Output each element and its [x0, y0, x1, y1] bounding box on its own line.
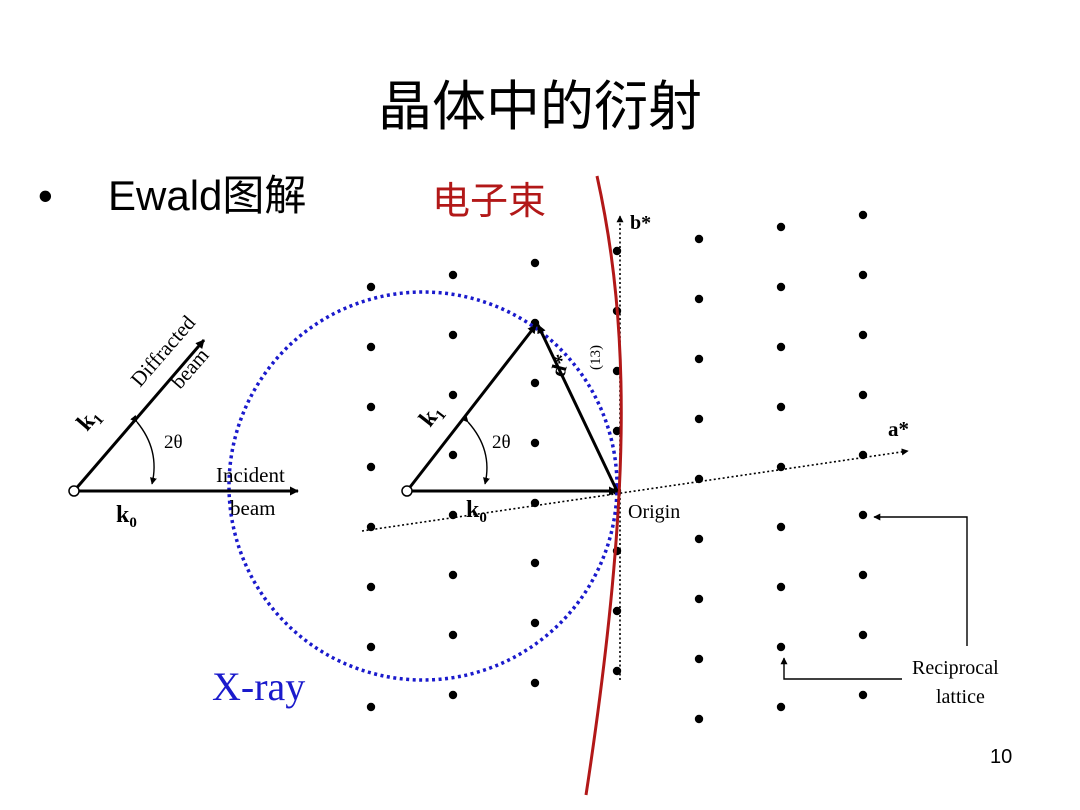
lattice-point	[858, 330, 868, 340]
lattice-point	[776, 582, 786, 592]
lattice-point	[776, 342, 786, 352]
lattice-point	[858, 630, 868, 640]
lattice-point	[448, 630, 458, 640]
left-angle-label: 2θ	[164, 432, 183, 453]
reciprocal-lattice-points	[366, 210, 868, 724]
bullet-text: Ewald图解	[108, 172, 307, 219]
lattice-point	[858, 690, 868, 700]
lattice-point	[776, 702, 786, 712]
lattice-point	[366, 402, 376, 412]
lattice-point	[530, 438, 540, 448]
right-diagram: 2θ k1 k0 d* (13) a* b* Origin X-ray Reci…	[212, 212, 999, 709]
incident-beam-label-2: beam	[230, 496, 275, 520]
xray-label: X-ray	[212, 664, 305, 709]
lattice-point	[776, 282, 786, 292]
electron-beam-label: 电子束	[432, 179, 547, 223]
lattice-point	[366, 642, 376, 652]
lattice-point	[694, 594, 704, 604]
lattice-point	[694, 534, 704, 544]
a-star-label: a*	[888, 417, 909, 441]
bullet-dot: •	[38, 172, 53, 219]
lattice-point	[612, 666, 622, 676]
lattice-point	[612, 246, 622, 256]
lattice-point	[694, 654, 704, 664]
lattice-point	[530, 258, 540, 268]
lattice-point	[694, 354, 704, 364]
a-star-axis	[361, 448, 909, 532]
lattice-point	[776, 642, 786, 652]
lattice-point	[448, 270, 458, 280]
lattice-point	[448, 390, 458, 400]
lattice-point	[858, 510, 868, 520]
lattice-point	[366, 702, 376, 712]
lattice-point	[612, 426, 622, 436]
right-angle-label: 2θ	[492, 432, 511, 453]
dstar-index-label: (13)	[588, 345, 604, 370]
lattice-point	[448, 570, 458, 580]
left-angle-arc	[130, 414, 157, 485]
dstar-label: d*	[546, 352, 575, 379]
lattice-point	[694, 414, 704, 424]
lattice-point	[366, 282, 376, 292]
lattice-point	[448, 450, 458, 460]
lattice-point	[530, 618, 540, 628]
left-diagram: 2θ k1 k0 Diffracted beam Incident beam	[68, 310, 299, 531]
lattice-point	[776, 222, 786, 232]
lattice-point	[694, 294, 704, 304]
lattice-point	[366, 342, 376, 352]
lattice-point	[858, 390, 868, 400]
left-k1-label: k1	[72, 403, 108, 438]
page-number: 10	[990, 746, 1013, 768]
lattice-point	[776, 462, 786, 472]
left-k0-label: k0	[116, 502, 137, 531]
reciprocal-lattice-label: Reciprocal	[912, 657, 999, 679]
left-origin-point	[68, 485, 80, 497]
bullet-item: • Ewald图解	[38, 162, 306, 223]
lattice-point	[694, 714, 704, 724]
lattice-point	[776, 402, 786, 412]
lattice-point	[366, 522, 376, 532]
reciprocal-callout-top	[873, 513, 968, 646]
incident-beam-label: Incident	[216, 463, 285, 487]
lattice-point	[858, 210, 868, 220]
lattice-point	[858, 570, 868, 580]
lattice-point	[448, 330, 458, 340]
lattice-point	[530, 378, 540, 388]
b-star-label: b*	[630, 212, 651, 234]
right-origin-point	[401, 485, 413, 497]
right-angle-arc	[461, 414, 490, 485]
origin-label: Origin	[628, 501, 680, 523]
right-k1-arrow	[405, 324, 538, 492]
lattice-point	[694, 234, 704, 244]
lattice-point	[612, 606, 622, 616]
lattice-point	[448, 690, 458, 700]
lattice-point	[776, 522, 786, 532]
lattice-point	[366, 582, 376, 592]
reciprocal-lattice-label-2: lattice	[936, 686, 985, 708]
lattice-point	[858, 270, 868, 280]
slide-title: 晶体中的衍射	[378, 75, 702, 138]
lattice-point	[530, 558, 540, 568]
electron-beam-sphere	[584, 175, 623, 796]
right-k1-label: k1	[414, 399, 450, 433]
lattice-point	[366, 462, 376, 472]
right-k0-label: k0	[466, 497, 487, 526]
dstar-arrow	[536, 324, 619, 492]
reciprocal-callout-bottom	[780, 657, 902, 680]
lattice-point	[448, 510, 458, 520]
lattice-point	[530, 678, 540, 688]
xray-ewald-sphere	[227, 290, 619, 682]
